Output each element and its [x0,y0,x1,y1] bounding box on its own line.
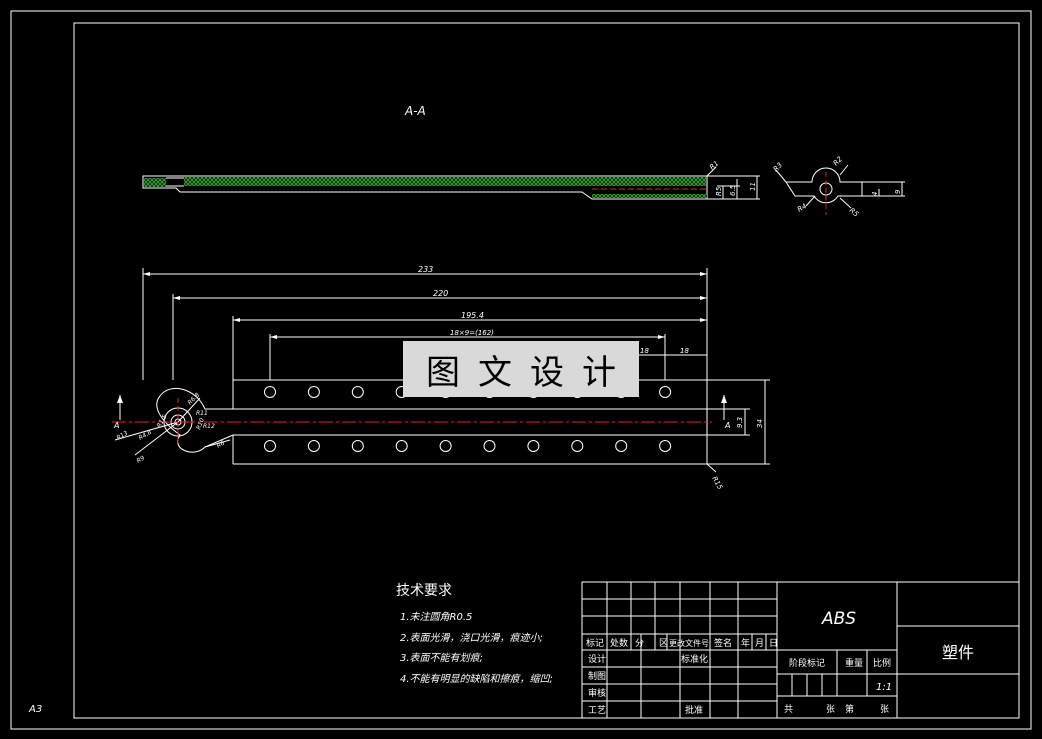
title-block-text: 标记 处数 分 区 更改文件号 签名 年 月 日 设计 标准化 制图 审核 工艺… [586,609,974,716]
part-name: 塑件 [942,643,974,662]
dim-R3: R3 [772,161,784,173]
dim-34: 34 [756,419,764,428]
label-process: 工艺 [588,705,606,716]
rev-header-mark: 标记 [586,637,604,649]
note-item-4: 4.不能有明显的缺陷和擦痕，缩凹; [400,673,553,685]
technical-requirements: 技术要求 1.未注圆角R0.5 2.表面光滑，浇口光滑，痕迹小; 3.表面不能有… [396,580,553,690]
hole [351,386,364,398]
hole [395,440,408,452]
section-label: A-A [404,104,426,118]
end-view [775,164,905,215]
label-design: 设计 [588,653,606,665]
dim-6.5: 6.5 [729,184,737,196]
dim-R9: R9 [136,455,147,465]
dim-11: 11 [749,182,757,191]
hole [527,440,540,452]
hole [351,440,364,452]
dim-R13: R13 [116,430,130,442]
hole [659,440,672,452]
label-approve: 批准 [685,704,703,716]
rev-header-day: 日 [769,638,778,649]
note-item-2: 2.表面光滑，浇口光滑，痕迹小; [400,632,543,644]
material-value: ABS [821,609,856,629]
dim-R10: R10 [195,417,206,431]
dim-18a: 18 [640,347,649,355]
hole [264,440,276,452]
dim-9: 9 [894,189,902,194]
dim-R11: R11 [196,410,208,417]
hole [615,440,628,452]
label-sheets2: 张 [880,704,889,715]
rev-header-sign: 签名 [714,637,732,649]
dim-18b: 18 [680,347,689,355]
dim-18x9: 18×9=(162) [450,329,494,337]
note-item-3: 3.表面不能有划痕; [400,653,483,664]
dim-4: 4 [871,192,879,196]
dim-R6: R6 [216,440,227,450]
dim-R4: R4 [796,202,808,214]
dim-220: 220 [433,289,448,298]
dim-233: 233 [418,265,433,274]
hole [307,440,320,452]
hole [659,386,672,398]
dim-R15: R15 [710,475,724,491]
title-block [581,581,1020,719]
notes-title: 技术要求 [396,583,452,599]
label-standardize: 标准化 [681,653,708,665]
label-sheet-no: 第 [845,703,854,715]
section-view [142,166,760,200]
hole [264,386,276,398]
scale-value: 1:1 [876,682,892,693]
dim-R12: R12 [203,423,215,430]
dim-R1.5: R1.5 [156,413,169,429]
label-draw: 制图 [588,670,606,682]
hole [483,440,496,452]
rev-header-zone: 区 [659,638,668,649]
dim-R5: R5 [715,186,723,196]
rev-header-year: 年 [741,637,750,649]
label-total: 共 [784,704,793,715]
label-review: 审核 [588,687,606,699]
rev-header-div: 分 [635,638,644,649]
note-item-1: 1.未注圆角R0.5 [400,612,473,623]
label-scale: 比例 [873,657,891,669]
hole [439,440,452,452]
label-sheets: 张 [826,704,835,715]
label-stage-mark: 阶段标记 [789,657,825,669]
sheet-size: A3 [29,704,43,715]
outer-border [10,10,1032,730]
dim-R2: R2 [832,155,845,168]
cut-A-right: A [724,421,730,430]
dim-R4.8: R4.8 [138,429,154,442]
dim-R5b: R5 [848,206,861,218]
dim-9.3: 9.3 [736,417,744,428]
dim-195.4: 195.4 [461,311,484,320]
rev-header-count: 处数 [610,637,628,649]
rev-header-docno: 更改文件号 [669,638,709,648]
hole [307,386,320,398]
rev-header-month: 月 [755,638,764,649]
dim-R1: R1 [708,159,720,171]
watermark: 图文设计 [403,341,639,397]
cut-A-left: A [113,421,119,430]
label-weight: 重量 [845,657,863,669]
hole [571,440,584,452]
inner-border [73,22,1020,719]
